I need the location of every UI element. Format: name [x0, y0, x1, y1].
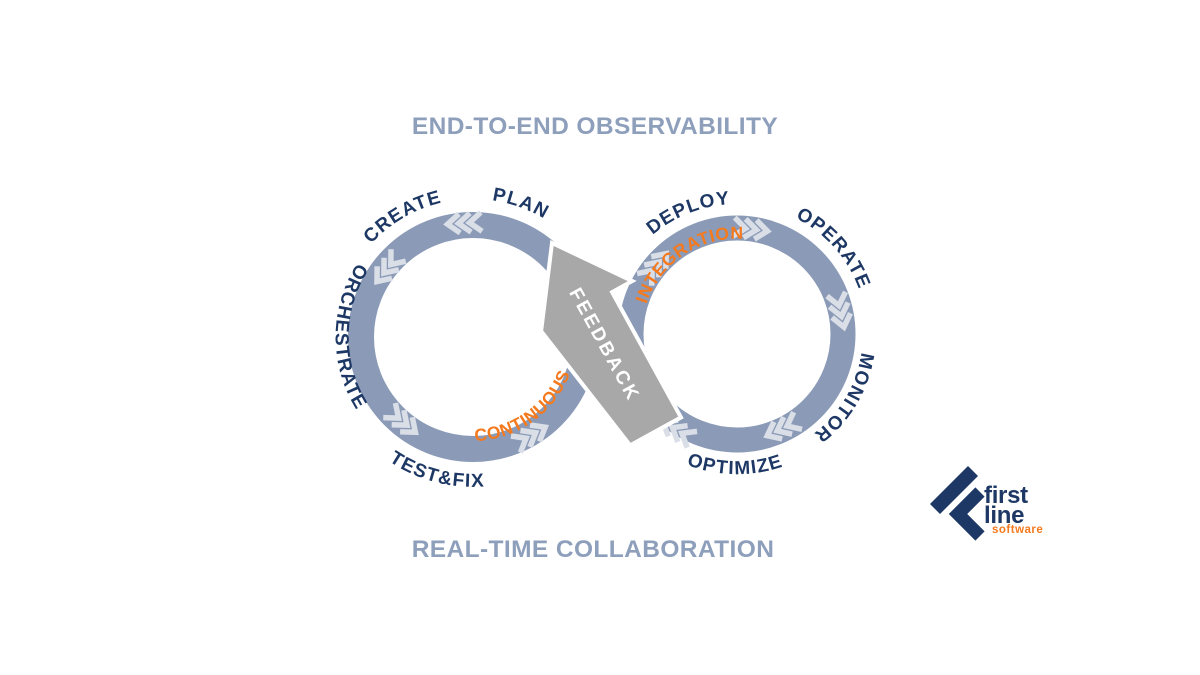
logo-stem-bar [930, 466, 978, 514]
logo-text-software: software [992, 524, 1043, 536]
logo-text-first: first [984, 482, 1028, 509]
feedback-arrow-shape [539, 240, 684, 448]
firstline-logo-mark [930, 466, 985, 541]
top-title: END-TO-END OBSERVABILITY [412, 113, 778, 140]
firstline-logo: first line software [930, 466, 1043, 541]
logo-text-line: line [984, 502, 1024, 529]
stage-label-optimize: OPTIMIZE [685, 450, 785, 480]
bottom-title: REAL-TIME COLLABORATION [412, 536, 775, 563]
logo-chevron [948, 487, 985, 541]
